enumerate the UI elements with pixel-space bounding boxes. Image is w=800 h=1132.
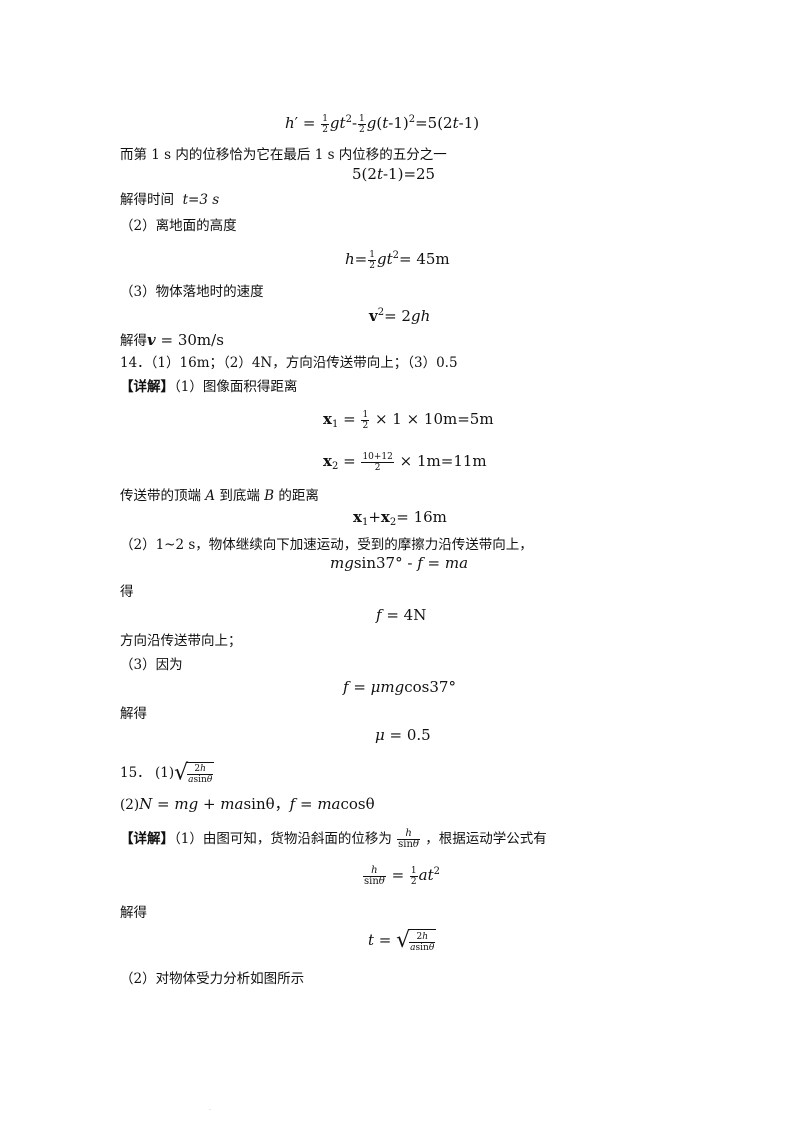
equation-x1-plus-x2: x1+x2= 16m [353, 508, 447, 528]
text-solve-2: 解得 [120, 905, 147, 921]
q15-answer-2: (2)N = mg + masinθ，f = macosθ [120, 795, 375, 813]
text-direction-up: 方向沿传送带向上； [120, 633, 242, 649]
text-belt-distance: 传送带的顶端 A 到底端 B 的距离 [120, 488, 319, 504]
equation-newton: mgsin37° - f = ma [330, 554, 469, 572]
q14-part2-text: （2）1~2 s，物体继续向下加速运动，受到的摩擦力沿传送带向上， [120, 537, 533, 553]
text-part2-height: （2）离地面的高度 [120, 218, 237, 234]
q14-answer: 14．（1）16m；（2）4N，方向沿传送带向上；（3）0.5 [120, 355, 458, 371]
text-solve-1: 解得 [120, 706, 147, 722]
q14-detail: 【详解】（1）图像面积得距离 [120, 379, 298, 395]
text-solve-time: 解得时间 t=3 s [120, 192, 220, 208]
text-part3-velocity: （3）物体落地时的速度 [120, 284, 264, 300]
equation-5-2t-1: 5(2t-1)=25 [352, 165, 436, 183]
page-mark: · [209, 1107, 211, 1114]
q15-part2-text: （2）对物体受力分析如图所示 [120, 971, 305, 987]
text-get: 得 [120, 584, 134, 600]
text-solve-v: 解得v = 30m/s [120, 331, 224, 349]
equation-f-mu: f = μmgcos37° [343, 678, 456, 696]
equation-v-squared: v2= 2gh [369, 307, 431, 325]
equation-mu: μ = 0.5 [375, 726, 431, 744]
text-line-first-second: 而第 1 s 内的位移恰为它在最后 1 s 内位移的五分之一 [120, 147, 447, 163]
text-part3-because: （3）因为 [120, 657, 183, 673]
equation-f-4n: f = 4N [376, 606, 427, 624]
